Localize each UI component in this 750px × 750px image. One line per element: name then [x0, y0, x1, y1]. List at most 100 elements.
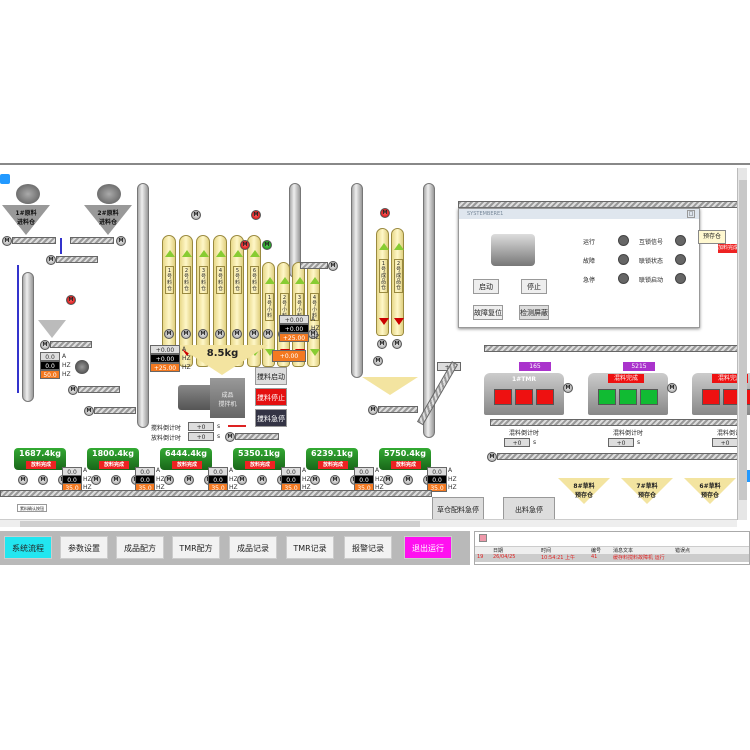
diverter-valve[interactable]: M	[240, 240, 250, 250]
motor-icon[interactable]: M	[232, 329, 242, 339]
motor-icon[interactable]: M	[84, 406, 94, 416]
motor-icon[interactable]: M	[46, 255, 56, 265]
motor-icon[interactable]: M	[38, 475, 48, 485]
nav-product-records[interactable]: 成品记录	[229, 536, 277, 559]
motor-icon[interactable]: M	[164, 475, 174, 485]
level-high-icon	[250, 250, 260, 257]
alarm-cell[interactable]: 26/04/25	[493, 554, 516, 560]
motor-stop-button[interactable]: 停止	[521, 279, 547, 294]
freq-setpoint[interactable]: +25.00	[279, 333, 309, 342]
detect-mask-button[interactable]: 检测屏蔽	[519, 305, 549, 320]
motor-icon[interactable]: M	[68, 385, 78, 395]
silo-label: 4号小料	[310, 293, 319, 321]
motor-icon[interactable]: M	[249, 329, 259, 339]
confirm-button[interactable]: 累料确认按钮	[17, 504, 47, 512]
tmr-cell	[619, 389, 637, 405]
horizontal-scrollbar[interactable]	[0, 519, 737, 527]
motor-icon[interactable]: M	[198, 329, 208, 339]
level-high-icon	[295, 277, 305, 284]
motor-icon[interactable]: M	[667, 383, 677, 393]
motor-icon[interactable]: M	[368, 405, 378, 415]
grass-estop-button[interactable]: 草仓配料急停	[432, 497, 484, 521]
truck-status: 放料完成	[391, 461, 421, 469]
motor-icon[interactable]: M	[257, 475, 267, 485]
motor-icon[interactable]: M	[237, 475, 247, 485]
motor-icon[interactable]: M	[330, 475, 340, 485]
pre-storage-bin	[558, 478, 610, 504]
motor-icon[interactable]: M	[563, 383, 573, 393]
level-high-icon	[216, 250, 226, 257]
tmr-timer-value: +0	[608, 438, 634, 447]
discharge-estop-button[interactable]: 出料急停	[503, 497, 555, 521]
small-hopper	[38, 320, 66, 338]
unit-a: A	[302, 467, 307, 474]
motor-icon[interactable]: M	[164, 329, 174, 339]
motor-icon[interactable]: M	[184, 475, 194, 485]
status-lamp	[675, 273, 686, 284]
motor-icon[interactable]: M	[111, 475, 121, 485]
motor-icon[interactable]: M	[328, 261, 338, 271]
scale-value[interactable]: +0.00	[272, 350, 306, 362]
nav-product-recipe[interactable]: 成品配方	[116, 536, 164, 559]
truck-status: 放料完成	[245, 461, 275, 469]
motor-icon[interactable]: M	[383, 475, 393, 485]
unit-hz: HZ	[375, 476, 384, 483]
diverter-valve[interactable]: M	[262, 240, 272, 250]
alarm-cell[interactable]: 10:54:21 上午	[541, 555, 576, 561]
silo-label: 3号料仓	[199, 266, 208, 294]
motor-icon[interactable]: M	[18, 475, 28, 485]
motor-icon[interactable]: M	[487, 452, 497, 462]
level-high-icon	[394, 243, 404, 250]
motor-icon[interactable]: M	[373, 356, 383, 366]
alarm-cell[interactable]: 缓存料搅料故障机 运行	[613, 555, 665, 561]
alarm-icon[interactable]	[479, 534, 487, 542]
freq-setpoint[interactable]: +25.00	[150, 363, 180, 372]
unit-hz: HZ	[62, 362, 71, 369]
motor-icon[interactable]: M	[2, 236, 12, 246]
diverter-valve[interactable]: M	[251, 210, 261, 220]
motor-icon[interactable]: M	[263, 329, 273, 339]
motor-icon[interactable]: M	[225, 432, 235, 442]
motor-icon[interactable]: M	[310, 475, 320, 485]
dialog-close-button[interactable]: □	[687, 210, 695, 218]
nav-param-settings[interactable]: 参数设置	[60, 536, 108, 559]
motor-icon[interactable]: M	[40, 340, 50, 350]
motor-icon[interactable]: M	[377, 339, 387, 349]
mix-stop-button[interactable]: 搅料停止	[255, 388, 287, 406]
mix-start-button[interactable]: 搅料启动	[255, 367, 287, 385]
freq-setpoint[interactable]: 50.0	[40, 370, 60, 379]
motor-icon[interactable]: M	[116, 236, 126, 246]
alarm-cell[interactable]: 41	[591, 554, 598, 560]
nav-alarm-records[interactable]: 报警记录	[344, 536, 392, 559]
finished-hopper	[362, 377, 418, 395]
silo-label: 6号料仓	[250, 266, 259, 294]
nav-system-flow[interactable]: 系统流程	[4, 536, 52, 559]
motor-icon[interactable]: M	[215, 329, 225, 339]
mix-estop-button[interactable]: 搅料急停	[255, 409, 287, 427]
diverter-valve[interactable]: M	[380, 208, 390, 218]
nav-tmr-recipe[interactable]: TMR配方	[172, 536, 220, 559]
discharge-icon	[379, 318, 389, 325]
motor-icon[interactable]: M	[91, 475, 101, 485]
fault-reset-button[interactable]: 故障复位	[473, 305, 503, 320]
distributor-motor[interactable]: M	[191, 210, 201, 220]
pre-storage-label: 预存仓	[698, 230, 726, 244]
motor-start-button[interactable]: 启动	[473, 279, 499, 294]
diverter-valve[interactable]: M	[66, 295, 76, 305]
freq-setpoint[interactable]: 35.0	[427, 483, 447, 492]
motor-icon[interactable]: M	[392, 339, 402, 349]
nav-exit-run[interactable]: 退出运行	[404, 536, 452, 559]
vertical-scrollbar[interactable]	[737, 168, 747, 520]
nav-tmr-records[interactable]: TMR记录	[286, 536, 334, 559]
motor-icon[interactable]: M	[403, 475, 413, 485]
unit-hz: HZ	[311, 334, 320, 341]
indicator-label: 运行	[583, 239, 596, 246]
motor-icon[interactable]: M	[181, 329, 191, 339]
tmr-cell	[536, 389, 554, 405]
weigh-hopper	[176, 345, 268, 375]
gate-valve	[228, 425, 246, 427]
alarm-cell[interactable]: 19	[477, 554, 484, 560]
